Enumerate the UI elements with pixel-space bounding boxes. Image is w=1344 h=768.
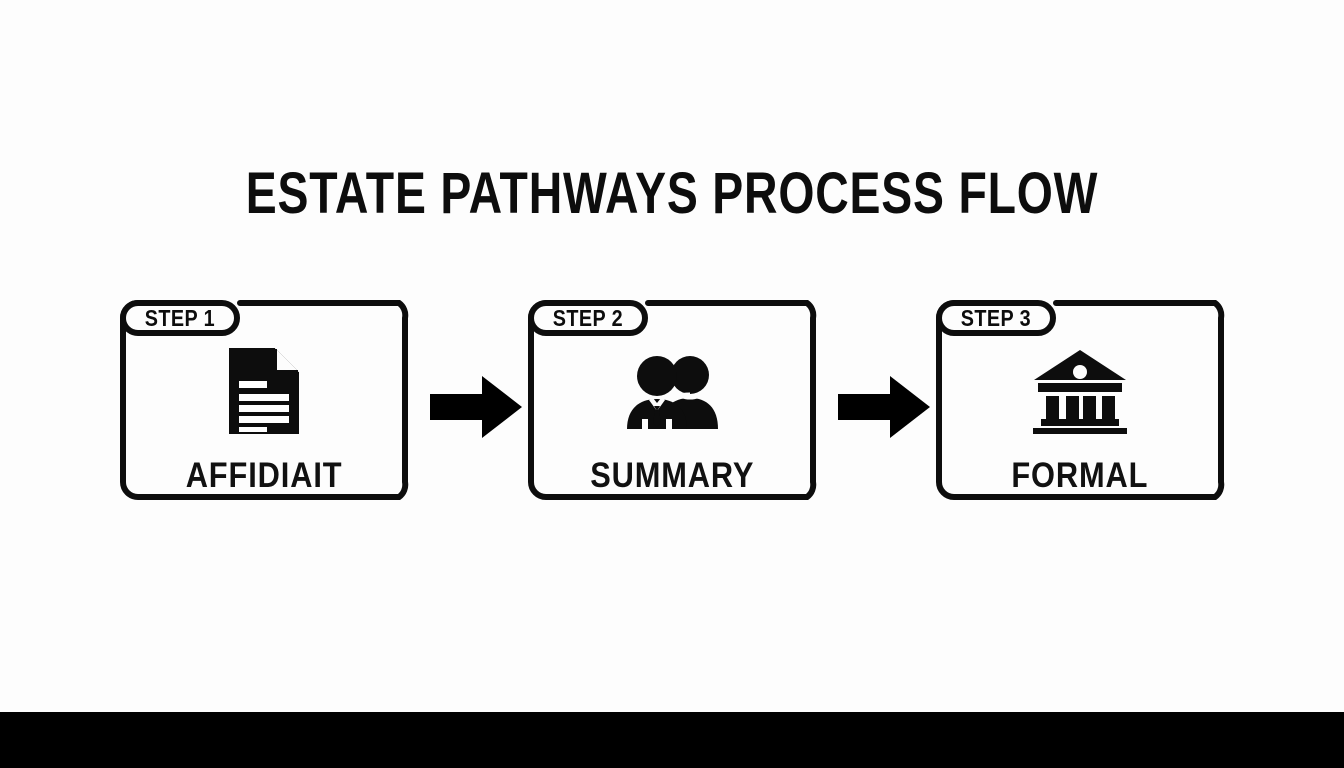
bottom-bar [0,712,1344,768]
step-badge-label: STEP 3 [960,304,1032,331]
arrow-right-icon [430,376,522,438]
step-badge-3: STEP 3 [936,300,1056,336]
step-badge-2: STEP 2 [528,300,648,336]
step-badge-label: STEP 1 [144,304,216,331]
step-card-3[interactable]: STEP 3 [936,300,1225,500]
step-badge-label: STEP 2 [552,304,624,331]
step-card-2[interactable]: STEP 2 [528,300,817,500]
step-badge-1: STEP 1 [120,300,240,336]
step-card-1[interactable]: STEP 1 AFFIDIAIT [120,300,409,500]
page-title: ESTATE PATHWAYS PROCESS FLOW [245,161,1099,226]
process-flow-diagram: STEP 1 AFFIDIAIT [120,281,1225,505]
arrow-right-icon [838,376,930,438]
